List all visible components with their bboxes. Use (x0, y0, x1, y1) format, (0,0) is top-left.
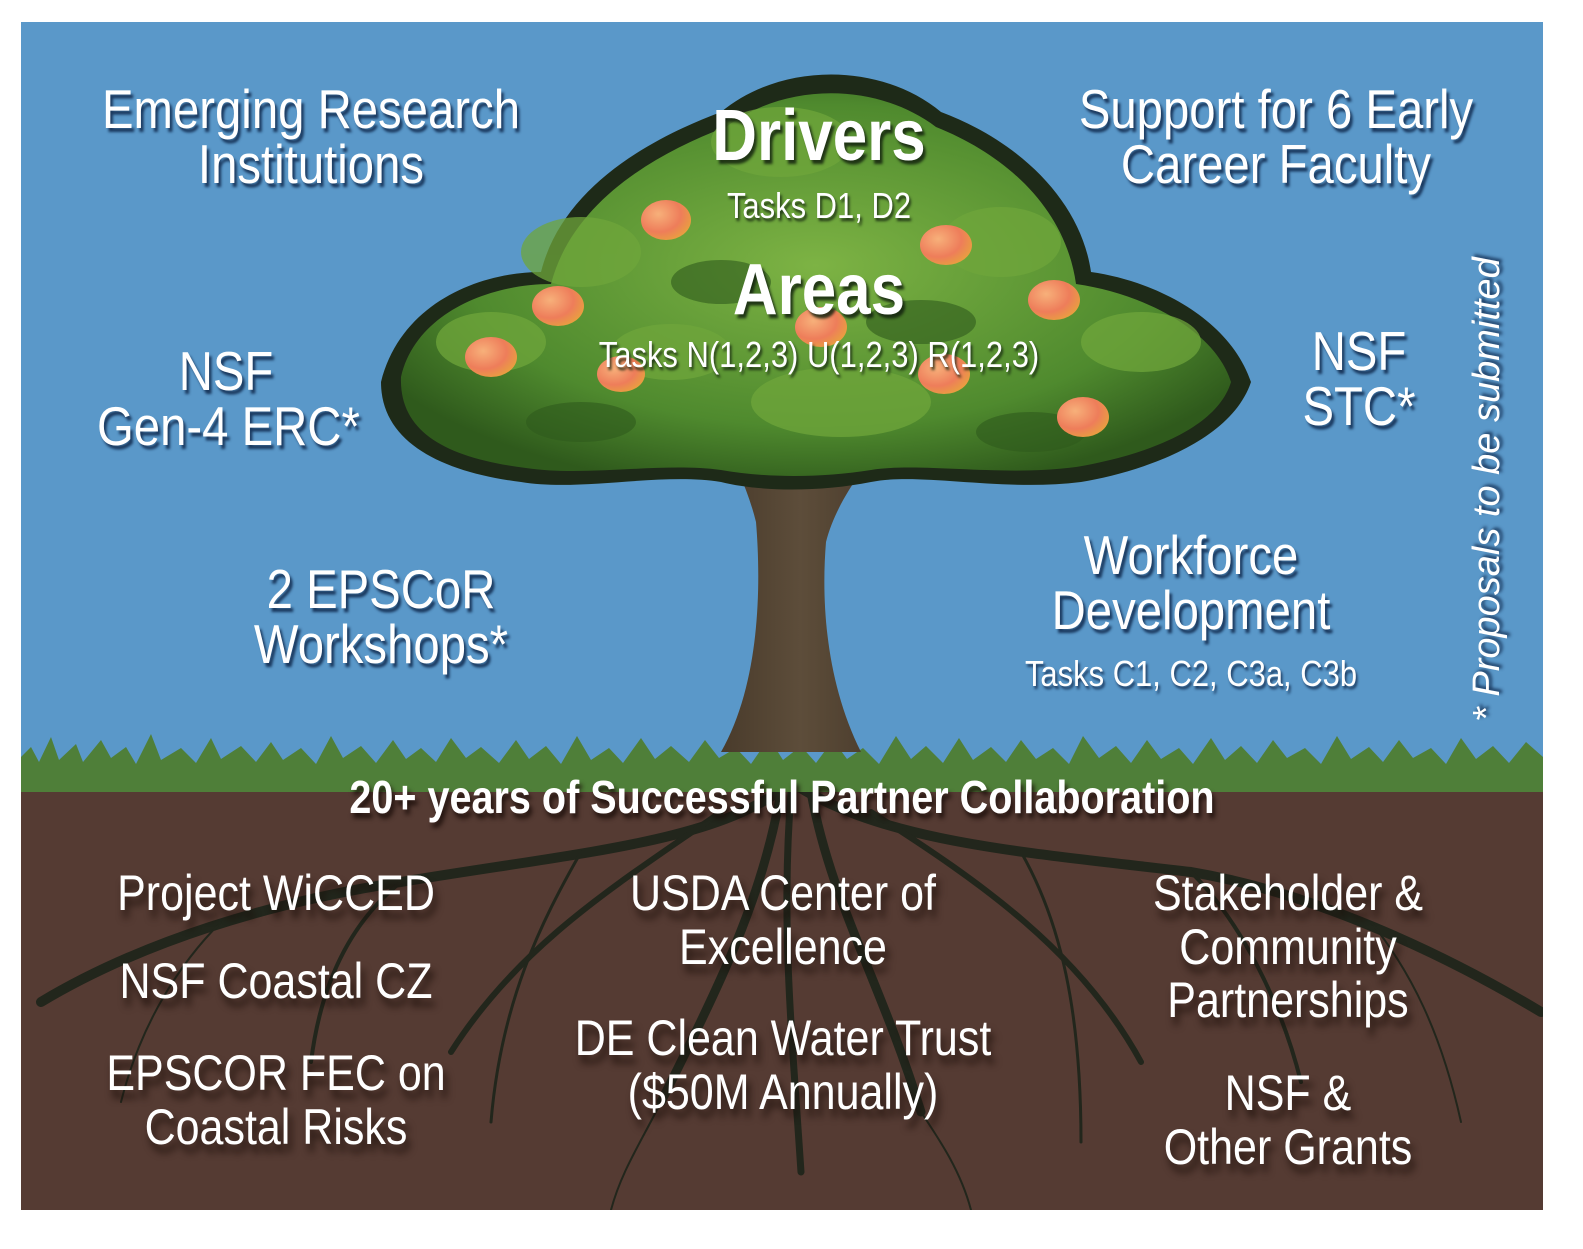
label-line: Stakeholder & (1152, 865, 1424, 921)
root-item-usda-center: USDA Center of Excellence (594, 865, 972, 975)
epscor-workshops-label: 2 EPSCoR Workshops* (252, 562, 510, 672)
early-career-faculty-label: Support for 6 Early Career Faculty (1061, 82, 1491, 192)
drivers-title: Drivers (712, 96, 926, 176)
emerging-research-label: Emerging Research Institutions (96, 82, 526, 192)
nsf-stc-label: NSF STC* (1273, 324, 1445, 434)
label-line: Excellence (679, 918, 887, 975)
label-line: DE Clean Water Trust (574, 1010, 992, 1066)
soil-background (21, 772, 1543, 1210)
roots-icon (36, 777, 1543, 1210)
label-line: NSF & (1224, 1065, 1352, 1121)
areas-tasks: Tasks N(1,2,3) U(1,2,3) R(1,2,3) (598, 334, 1040, 375)
root-item-nsf-coastal-cz: NSF Coastal CZ (104, 953, 448, 1009)
root-item-nsf-other-grants: NSF & Other Grants (1116, 1065, 1460, 1175)
label-line: Workshops* (253, 613, 509, 675)
label-line: Workforce (1083, 524, 1299, 586)
grass-icon (21, 734, 1543, 792)
label-line: Gen-4 ERC* (97, 395, 360, 457)
tree-illustration (21, 74, 1543, 1210)
label-line: NSF (1311, 320, 1407, 382)
label-line: 2 EPSCoR (266, 558, 496, 620)
label-line: STC* (1302, 375, 1416, 437)
label-line: Emerging Research (101, 78, 521, 140)
ground-heading: 20+ years of Successful Partner Collabor… (349, 771, 1215, 823)
drivers-tasks: Tasks D1, D2 (726, 185, 912, 226)
label-line: Other Grants (1163, 1118, 1413, 1175)
root-item-epscor-fec: EPSCOR FEC on Coastal Risks (104, 1045, 448, 1155)
proposals-footnote: * Proposals to be submitted (1466, 257, 1508, 722)
label-line: Project WiCCED (117, 865, 435, 921)
workforce-development-label: Workforce Development (1019, 528, 1363, 638)
label-line: NSF (178, 340, 274, 402)
label-line: Institutions (197, 133, 425, 195)
label-line: NSF Coastal CZ (119, 953, 433, 1009)
label-line: Coastal Risks (144, 1098, 408, 1155)
root-item-wicced: Project WiCCED (104, 865, 448, 921)
workforce-tasks: Tasks C1, C2, C3a, C3b (1024, 653, 1358, 694)
label-line: Support for 6 Early (1078, 78, 1474, 140)
root-item-stakeholder-partnerships: Stakeholder & Community Partnerships (1116, 865, 1460, 1028)
tree-diagram: Drivers Tasks D1, D2 Areas Tasks N(1,2,3… (21, 22, 1543, 1210)
label-line: Community (1179, 918, 1397, 975)
apple-icons (465, 200, 1109, 437)
label-line: USDA Center of (630, 865, 936, 921)
areas-title: Areas (732, 250, 906, 330)
label-line: Partnerships (1167, 972, 1409, 1028)
nsf-erc-label: NSF Gen-4 ERC* (97, 340, 360, 457)
root-item-clean-water-trust: DE Clean Water Trust ($50M Annually) (568, 1010, 998, 1120)
label-line: EPSCOR FEC on (106, 1045, 446, 1101)
label-line: ($50M Annually) (627, 1063, 939, 1120)
label-line: Career Faculty (1120, 133, 1432, 195)
label-line: Development (1051, 579, 1331, 641)
